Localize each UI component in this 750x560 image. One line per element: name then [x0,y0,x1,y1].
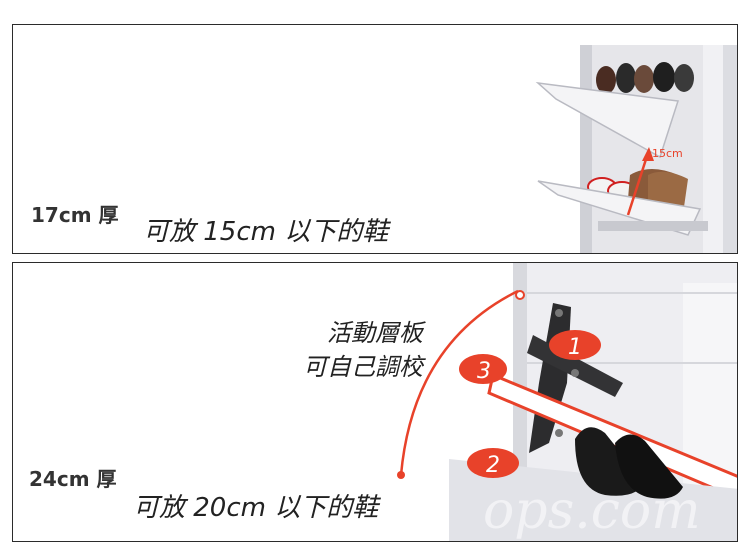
depth-label-top: 17cm 厚 [31,203,119,227]
step-marker-3: 3 [459,354,507,384]
note-line-1: 活動層板 [327,319,423,347]
bottom-panel: 1 2 3 ops.com 活動層板 可自己調校 24cm 厚 可放 20cm … [12,262,738,542]
top-panel: 15cm 17cm 厚 可放 15cm 以下的鞋 [12,24,738,254]
height-arrow-icon [626,152,650,216]
rotation-arc-icon [399,289,519,476]
adjustable-shelf-image [487,372,737,500]
step-marker-2: 2 [467,448,519,478]
svg-text:3: 3 [477,359,491,384]
caption-top: 可放 15cm 以下的鞋 [143,217,389,247]
height-marker-label: 15cm [652,147,683,160]
svg-text:1: 1 [568,335,582,360]
depth-label-bottom: 24cm 厚 [29,467,117,491]
caption-bottom: 可放 20cm 以下的鞋 [133,493,379,523]
step-marker-1: 1 [549,330,601,360]
note-line-2: 可自己調校 [303,353,423,381]
upper-shoes-image [596,62,694,94]
svg-text:2: 2 [486,453,500,478]
shoe-cabinet-photo-top: 15cm [535,45,737,253]
watermark: ops.com [483,481,701,541]
shoe-cabinet-photo-bottom: 1 2 3 ops.com [397,263,737,541]
heels-image [575,427,683,499]
